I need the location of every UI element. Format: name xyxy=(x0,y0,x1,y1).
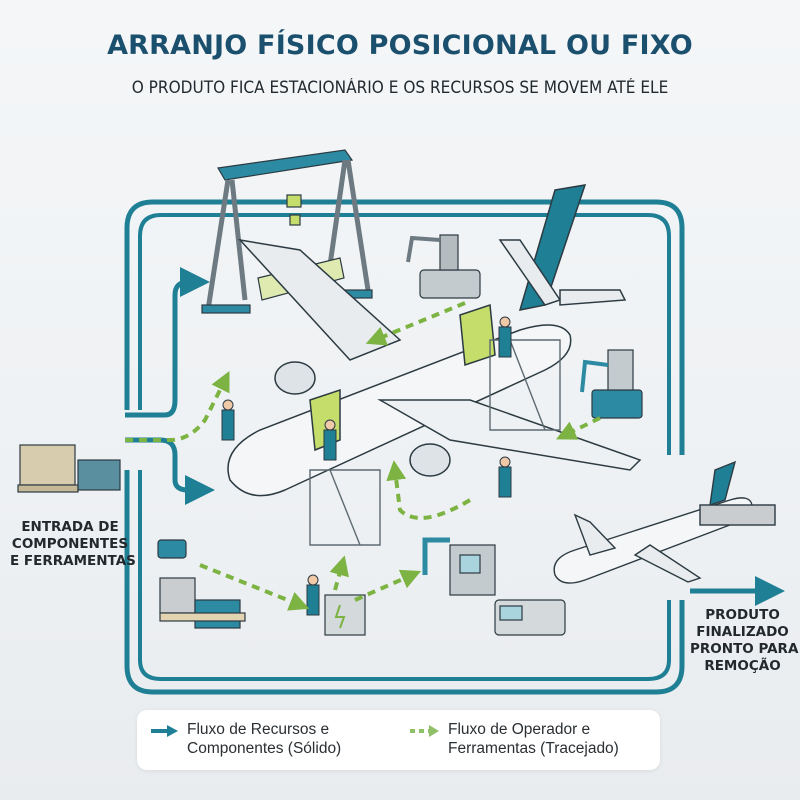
welding-robot xyxy=(406,234,481,299)
legend-solid: Fluxo de Recursos e Componentes (Sólido) xyxy=(151,720,341,758)
legend-dashed: Fluxo de Operador e Ferramentas (Traceja… xyxy=(410,720,619,758)
operator-flows xyxy=(199,301,601,611)
dashed-arrow-icon xyxy=(410,725,439,737)
stair-platforms xyxy=(309,339,561,546)
gantry-crane xyxy=(201,149,373,314)
tow-tug xyxy=(494,599,566,636)
workers xyxy=(221,316,512,616)
entry-pallets xyxy=(17,444,121,493)
storage-area xyxy=(157,539,246,629)
cnc-machine xyxy=(422,537,496,596)
facility-frame xyxy=(124,199,685,695)
page-title: ARRANJO FÍSICO POSICIONAL OU FIXO xyxy=(107,30,693,61)
robotic-arm-cart xyxy=(580,349,643,419)
page-subtitle: O PRODUTO FICA ESTACIONÁRIO E OS RECURSO… xyxy=(131,78,669,97)
aircraft-under-assembly xyxy=(227,184,642,497)
finished-aircraft xyxy=(553,460,776,584)
exit-label: PRODUTO FINALIZADO PRONTO PARA REMOÇÃO xyxy=(690,607,799,674)
entry-flows xyxy=(125,267,230,505)
tool-cart xyxy=(324,594,366,636)
solid-arrow-icon xyxy=(151,725,178,737)
legend: Fluxo de Recursos e Componentes (Sólido)… xyxy=(137,710,660,770)
entry-label: ENTRADA DE COMPONENTES E FERRAMENTAS xyxy=(10,519,136,569)
